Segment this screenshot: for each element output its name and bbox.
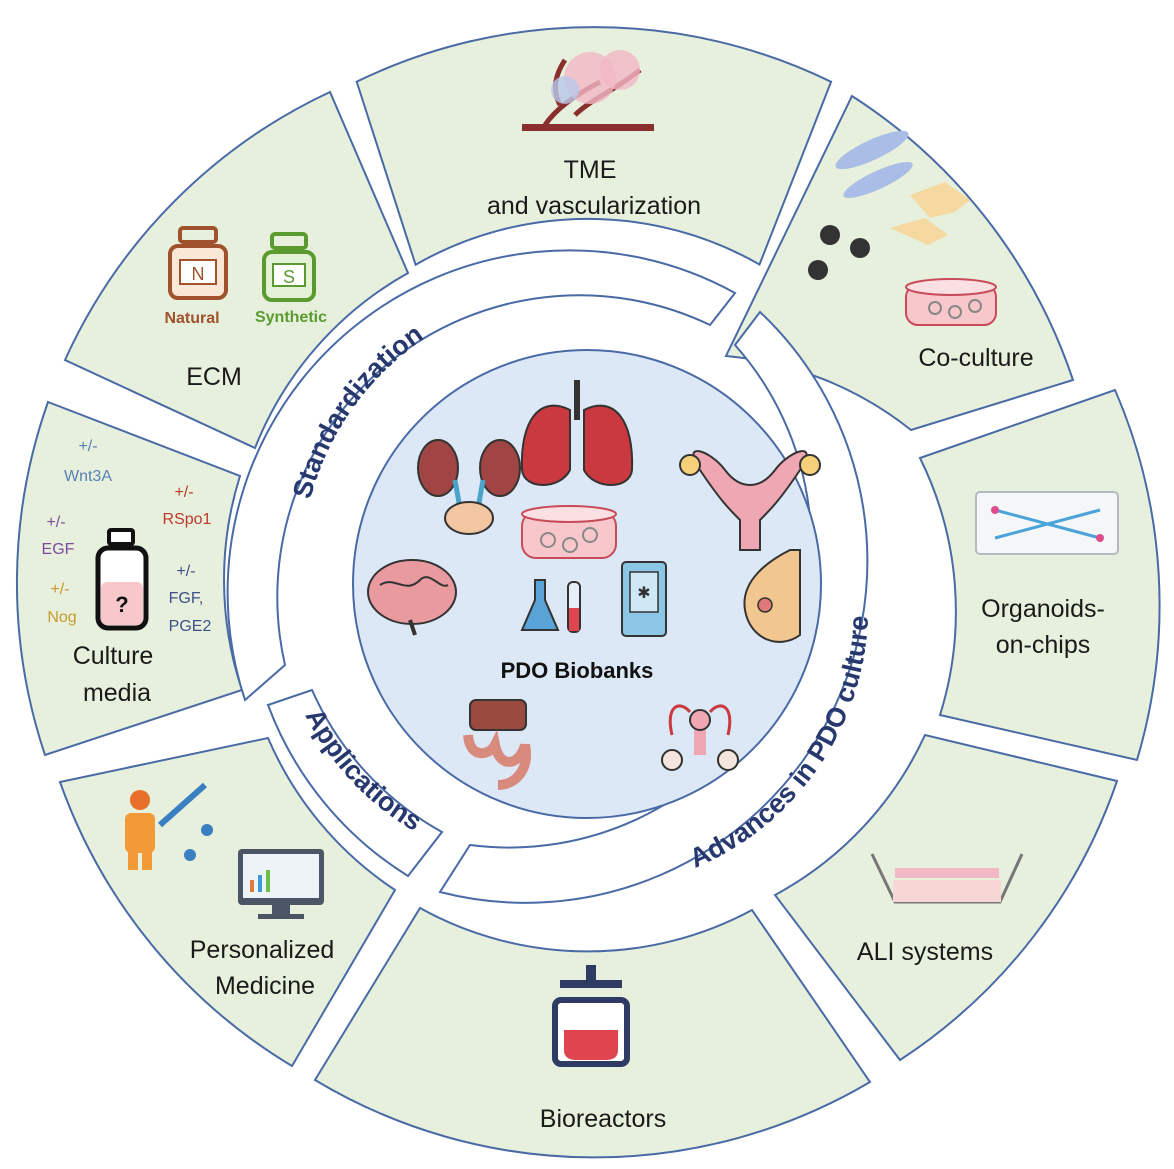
label-organoids-line2: on-chips xyxy=(996,631,1091,659)
synthetic-label: Synthetic xyxy=(255,309,327,326)
egf-label: EGF xyxy=(42,541,75,558)
ring-standardization xyxy=(226,249,737,702)
segment-ecm xyxy=(63,90,410,450)
label-personalized: Personalized xyxy=(190,936,335,964)
lungs-icon xyxy=(520,380,634,486)
synthetic-jar-icon xyxy=(262,232,316,302)
ring-applications xyxy=(266,688,444,878)
label-culture: Culture xyxy=(73,642,154,670)
natural-jar-letter: N xyxy=(192,264,205,284)
fgf-label: FGF, xyxy=(169,590,204,607)
wnt-pm: +/- xyxy=(78,438,97,455)
nog-label: Nog xyxy=(47,609,76,626)
synthetic-jar-letter: S xyxy=(283,267,295,287)
egf-pm: +/- xyxy=(46,514,65,531)
rspo-label: RSpo1 xyxy=(163,511,212,528)
segment-tme xyxy=(355,26,833,267)
bioreactor-icon xyxy=(552,965,630,1067)
male-reproductive-icon xyxy=(661,704,739,771)
patient-syringe-icon xyxy=(125,782,213,870)
center-title: PDO Biobanks xyxy=(501,658,654,683)
media-bottle-icon xyxy=(95,528,149,631)
natural-jar-icon xyxy=(168,226,228,300)
bottle-question-mark: ? xyxy=(115,592,128,617)
label-personalized-line2: Medicine xyxy=(215,972,315,1000)
rspo-pm: +/- xyxy=(174,484,193,501)
svg-text:✱: ✱ xyxy=(637,585,650,602)
label-culture-line2: media xyxy=(83,679,151,707)
wnt-label: Wnt3A xyxy=(64,468,112,485)
label-coculture: Co-culture xyxy=(918,344,1033,372)
label-organoids: Organoids- xyxy=(981,595,1105,623)
freezer-icon: ✱ xyxy=(621,561,667,637)
label-tme: TME xyxy=(564,156,617,184)
tumor-vasculature-icon xyxy=(522,50,654,131)
fgf-pm: +/- xyxy=(176,563,195,580)
natural-label: Natural xyxy=(164,310,219,327)
brain-icon xyxy=(367,559,457,636)
label-tme-line2: and vascularization xyxy=(487,192,701,220)
intestine-icon xyxy=(463,699,531,790)
segment-organoids-chips xyxy=(918,388,1161,762)
uterus-icon xyxy=(679,450,821,551)
coculture-dish-icon xyxy=(905,278,997,326)
lab-flask-icon xyxy=(520,579,581,633)
transwell-icon xyxy=(870,853,1024,904)
breast-icon xyxy=(743,549,801,643)
organ-chip-icon xyxy=(975,491,1119,555)
monitor-chart-icon xyxy=(238,849,324,919)
kidney-bladder-icon xyxy=(417,439,521,535)
pge-label: PGE2 xyxy=(169,618,212,635)
label-ecm: ECM xyxy=(186,363,242,391)
label-bioreactors: Bioreactors xyxy=(540,1105,666,1133)
label-ali: ALI systems xyxy=(857,938,993,966)
coculture-cells-icon xyxy=(808,130,970,280)
culture-dish-icon xyxy=(521,505,617,559)
nog-pm: +/- xyxy=(50,581,69,598)
